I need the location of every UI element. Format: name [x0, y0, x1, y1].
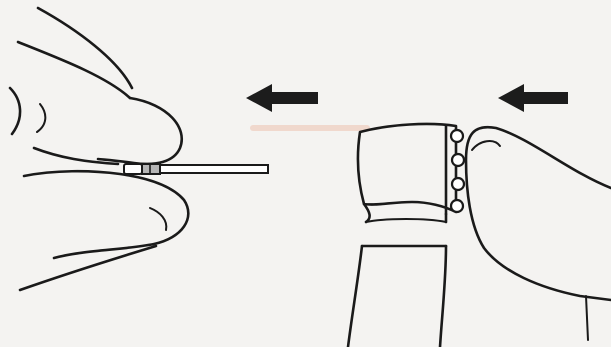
color-smudge — [250, 125, 370, 131]
handpiece-neck-right — [438, 244, 448, 347]
index-knuckle-crease — [36, 103, 47, 133]
bur-band — [141, 163, 161, 175]
arrow-left-panel — [246, 84, 318, 112]
right-panel — [346, 84, 611, 347]
button-dot-2 — [450, 152, 466, 168]
index-finger-underside — [32, 146, 120, 166]
index-finger-tip — [96, 96, 183, 166]
bur-shank — [159, 164, 269, 174]
button-dot-1 — [449, 128, 465, 144]
handpiece-head — [356, 122, 458, 214]
thumb-base-crease — [149, 207, 168, 231]
left-panel — [8, 6, 318, 292]
handpiece-neck-left — [346, 244, 364, 347]
bur-head — [123, 163, 143, 175]
pushing-finger — [464, 125, 611, 302]
pushing-finger-nail — [471, 140, 501, 151]
index-finger-upper-line — [16, 40, 132, 100]
button-dot-3 — [450, 176, 466, 192]
index-finger-top — [36, 6, 134, 90]
thumb-outline — [22, 169, 190, 260]
thumb-lower-line — [18, 244, 158, 292]
button-dot-4 — [449, 198, 465, 214]
arrow-right-panel — [498, 84, 568, 112]
handpiece-head-shoulder — [362, 202, 448, 224]
palm-edge — [8, 86, 22, 136]
handpiece-collar-top — [365, 218, 447, 223]
wrist-line — [585, 295, 589, 341]
